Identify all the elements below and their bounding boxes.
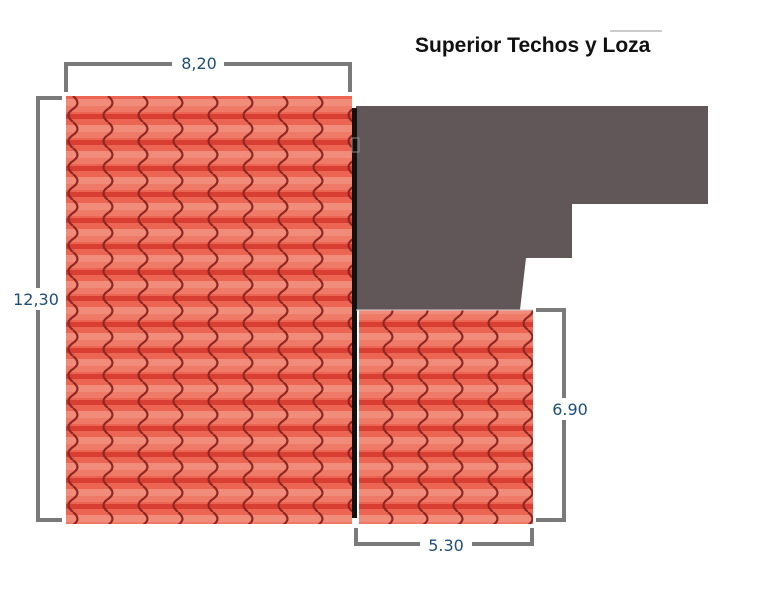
label-bg-large-width xyxy=(172,54,224,74)
label-bg-large-height xyxy=(8,288,64,310)
dimension-small-height: 6.90 xyxy=(552,400,588,419)
section-divider xyxy=(352,108,357,518)
concrete-slab xyxy=(356,106,708,310)
label-bg-small-height xyxy=(540,398,602,420)
dimension-large-width: 8,20 xyxy=(181,54,217,73)
small-roof-section xyxy=(359,310,533,524)
dimension-large-height: 12,30 xyxy=(13,290,59,309)
large-roof-section xyxy=(66,96,352,524)
label-bg-small-width xyxy=(420,536,472,554)
plan-title: Superior Techos y Loza xyxy=(415,34,651,57)
dimension-small-width: 5.30 xyxy=(428,536,464,555)
divider-cap-top xyxy=(351,137,360,153)
